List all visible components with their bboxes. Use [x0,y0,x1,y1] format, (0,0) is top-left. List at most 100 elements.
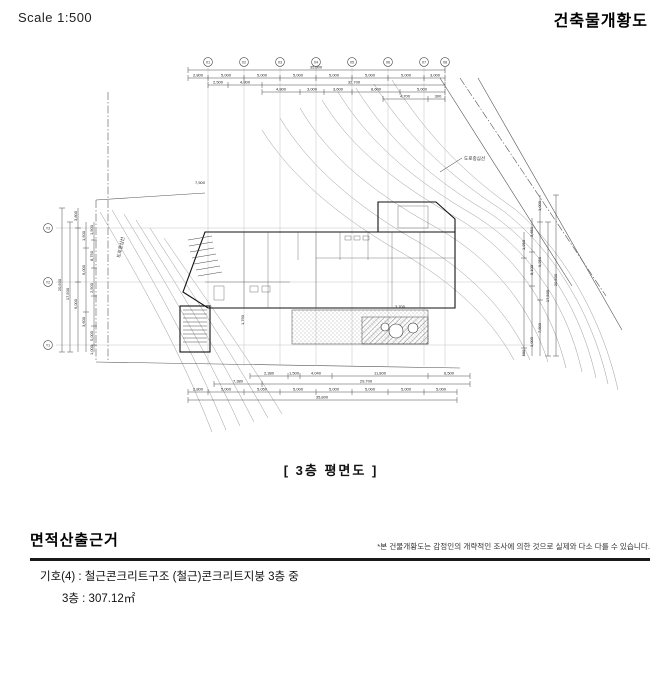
dimension-chains-top [187,67,446,102]
dim-label: 6,500 [444,371,455,376]
scale-label: Scale 1:500 [18,10,93,25]
floor-area-value: 3층 : 307.12㎡ [62,593,136,605]
grid-label-y2: Y2 [46,280,50,284]
tree-symbol [380,322,390,332]
dim-label: 1,950 [521,239,526,250]
page-title: 건축물개황도 [553,13,648,30]
interior-partitions [205,205,455,308]
dim-label: 7,800 [537,322,542,333]
dim-label: 5,000 [329,73,340,78]
floor-plan-drawing: X1 X2 X3 X4 X5 X6 X7 X8 Y1 Y2 Y3 35,800 … [43,57,623,433]
dim-label: 2,500 [89,282,94,293]
dim-label: 6,000 [81,264,86,275]
dim-label: 5,000 [257,73,268,78]
dim-label: 5,000 [417,87,428,92]
terrace-deck [291,309,429,345]
dim-label: 2,380 [264,371,275,376]
dim-label: 3,600 [81,316,86,327]
road-centerline-annotations: 도로중심선 도로중심선 [115,155,485,258]
dim-label: 1,000 [89,344,94,355]
dim-label: 3,000 [430,73,441,78]
dim-label: 5,000 [329,387,340,392]
dim-label: 5,000 [365,73,376,78]
grid-label-x6: X6 [386,60,390,64]
dim-label: 300 [435,94,442,99]
dim-label: 2,800 [193,73,204,78]
dim-label: 8,750 [89,250,94,261]
dim-label: 35,800 [310,65,323,70]
dim-label: 5,000 [401,73,412,78]
dim-label: 2,800 [193,387,204,392]
dim-label: 20,500 [57,278,62,291]
dimension-labels-bottom: 2,380 1,500 4,040 11,800 6,500 7,380 29,… [193,371,455,400]
dim-label: 5,000 [89,330,94,341]
tree-symbol [388,323,404,339]
dim-label: 20,500 [553,273,558,286]
dim-label: 3,650 [529,226,534,237]
topo-contour-lines [99,79,619,433]
dim-label: 5,000 [365,387,376,392]
tree-symbol [407,322,419,334]
dim-label: 11,800 [374,371,387,376]
dim-label: 17,500 [545,289,550,302]
dim-label: 5,000 [401,387,412,392]
dim-label: 3,600 [333,87,344,92]
misc-dimension-labels: 7,500 3,700 1,790 [195,180,406,325]
road-centerline-label: 도로중심선 [115,236,125,258]
grid-label-x2: X2 [242,60,246,64]
dim-label: 7,500 [195,180,206,185]
dim-label: 4,700 [400,94,411,99]
grid-label-x8: X8 [443,60,447,64]
dim-label: 9,000 [73,298,78,309]
dim-label: 8,100 [529,264,534,275]
stair-hatch [183,235,223,343]
dim-label: 5,050 [257,387,268,392]
dim-label: 5,000 [293,387,304,392]
dim-label: 9,250 [537,256,542,267]
road-centerline-label: 도로중심선 [464,155,485,161]
dimension-chains-right [521,194,559,357]
dim-label: 1,500 [289,371,300,376]
dim-label: 5,000 [221,387,232,392]
dim-label: 2,500 [213,80,224,85]
dim-label: 3,800 [73,210,78,221]
plan-caption: [ 3층 평면도 ] [283,463,379,478]
dim-label: 1,000 [537,200,542,211]
dim-label: 32,700 [348,80,361,85]
grid-label-x1: X1 [206,60,210,64]
dim-label: 1,500 [81,230,86,241]
grid-label-x3: X3 [278,60,282,64]
site-boundary-lines [95,77,623,369]
grid-bubbles-y [43,223,53,350]
grid-bubbles-x [203,57,450,67]
dim-label: 1,790 [240,314,245,325]
dimension-chains-bottom [187,373,471,403]
dim-label: 8,600 [371,87,382,92]
dim-label: 5,000 [436,387,447,392]
disclaimer-text: *본 건물개황도는 감정인의 개략적인 조사에 의한 것으로 실제와 다소 다를… [377,542,650,551]
grid-label-y1: Y1 [46,343,50,347]
dim-label: 5,000 [293,73,304,78]
area-basis-heading: 면적산출근거 [30,532,119,549]
dimension-labels-right: 20,500 17,500 1,000 9,250 7,800 3,650 8,… [521,200,558,356]
grid-label-y3: Y3 [46,226,50,230]
dimension-labels-top: 35,800 2,800 5,000 5,000 5,000 5,000 5,0… [193,65,442,99]
grid-bubble-labels-y: Y1 Y2 Y3 [46,226,50,347]
grid-bubble-labels-x: X1 X2 X3 X4 X5 X6 X7 X8 [206,60,447,64]
grid-label-x5: X5 [350,60,354,64]
dim-label: 5,000 [221,73,232,78]
dim-label: 500 [521,349,526,356]
dim-label: 3,700 [395,304,406,309]
building-outline [179,201,456,353]
structure-description: 기호(4) : 철근콘크리트구조 (철근)콘크리트지붕 3층 중 [40,571,299,583]
dimension-labels-left: 20,500 17,500 3,800 9,000 1,500 6,000 3,… [57,210,94,355]
dim-label: 3,000 [307,87,318,92]
dim-label: 3,000 [529,336,534,347]
grid-label-x7: X7 [422,60,426,64]
dim-label: 29,700 [360,379,373,384]
dim-label: 4,800 [276,87,287,92]
dimension-chains-left [59,207,97,353]
dim-label: 4,800 [240,80,251,85]
dim-label: 4,040 [311,371,322,376]
section-divider [30,558,650,561]
